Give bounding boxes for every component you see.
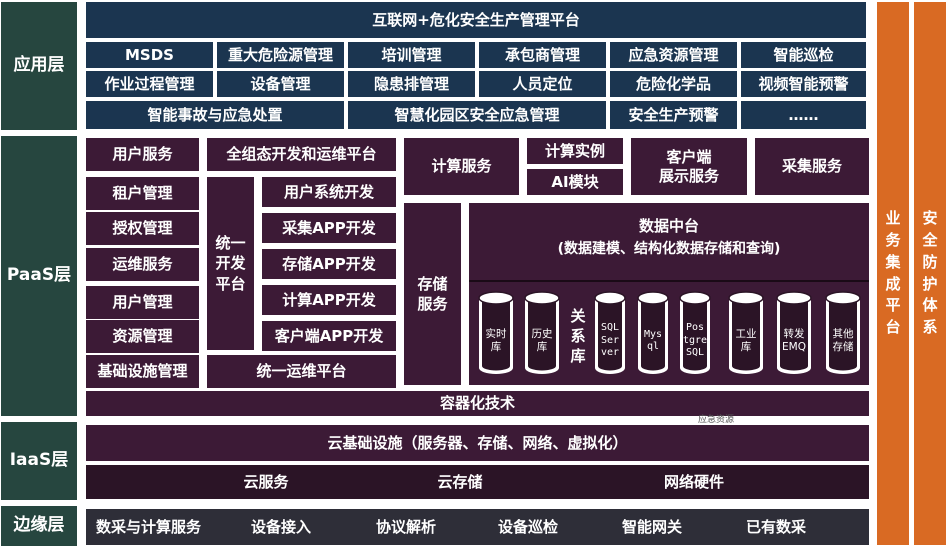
app-module: 重大危险源管理 [217, 42, 344, 68]
db-cylinder: 历史 库 [523, 290, 561, 376]
layer-label-iaas: IaaS层 [1, 422, 77, 500]
storage-service: 存储 服务 [404, 203, 461, 385]
app-module: 安全生产预警 [610, 101, 737, 129]
app-module: 人员定位 [479, 71, 606, 97]
app-module: 作业过程管理 [86, 71, 213, 97]
edge-item: 协议解析 [375, 517, 436, 536]
app-module: 应急资源管理 [610, 42, 737, 68]
dev-item: 计算APP开发 [262, 285, 396, 315]
iaas-item: 云存储 [437, 472, 483, 491]
db-cylinder: Pos tgre SQL [678, 290, 712, 376]
app-module: MSDS [86, 42, 213, 68]
unified-dev-platform: 统一 开发 平台 [207, 177, 254, 350]
edge-item: 已有数采 [745, 517, 806, 536]
unified-ops-platform: 统一运维平台 [207, 355, 396, 388]
dev-item: 采集APP开发 [262, 213, 396, 243]
db-cylinder: Mys ql [636, 290, 670, 376]
client-display-service: 客户端 展示服务 [631, 138, 747, 195]
paas-service: 授权管理 [86, 212, 199, 245]
app-module-ellipsis: …… [741, 101, 866, 129]
relational-db-label: 关 系 库 [570, 306, 586, 366]
collect-service: 采集服务 [755, 138, 869, 195]
db-cylinder: SQL Ser ver [593, 290, 627, 376]
app-module: 视频智能预警 [741, 71, 866, 97]
platform-title: 互联网+危化安全生产管理平台 [86, 2, 866, 38]
edge-item: 智能网关 [621, 517, 682, 536]
db-label: SQL Ser ver [600, 322, 620, 359]
compute-service: 计算服务 [404, 138, 519, 195]
layer-label-edge: 边缘层 [1, 506, 77, 546]
db-label: 转发 EMQ [782, 327, 806, 353]
db-cylinder: 工业 库 [727, 290, 765, 376]
paas-service: 用户管理 [86, 286, 199, 319]
container-tech: 容器化技术 [86, 391, 869, 416]
db-label: 其他 存储 [832, 327, 854, 353]
paas-service: 运维服务 [86, 248, 199, 281]
paas-service: 基础设施管理 [86, 355, 199, 388]
edge-items-bar: 数采与计算服务 设备接入 协议解析 设备巡检 智能网关 已有数采 [86, 509, 869, 545]
app-module: 设备管理 [217, 71, 344, 97]
edge-item: 设备巡检 [497, 517, 558, 536]
db-cylinder: 转发 EMQ [775, 290, 813, 376]
db-label: Pos tgre SQL [682, 322, 708, 359]
cloud-infrastructure: 云基础设施（服务器、存储、网络、虚拟化） [86, 425, 869, 461]
layer-label-paas: PaaS层 [1, 136, 77, 416]
layer-label-app: 应用层 [1, 2, 77, 130]
app-module: 承包商管理 [479, 42, 606, 68]
dev-item: 存储APP开发 [262, 249, 396, 279]
security-protection-system: 安 全 防 护 体 系 [914, 2, 946, 545]
db-label: 实时 库 [485, 327, 507, 353]
paas-service: 资源管理 [86, 320, 199, 353]
data-center-title: 数据中台 [638, 217, 699, 235]
db-label: 历史 库 [531, 327, 553, 353]
dev-ops-platform: 全组态开发和运维平台 [207, 138, 396, 171]
edge-item: 设备接入 [250, 517, 311, 536]
app-module: 隐患排管理 [348, 71, 475, 97]
data-center-divider [469, 280, 869, 282]
compute-instance: 计算实例 [527, 138, 623, 164]
ai-module: AI模块 [527, 169, 623, 195]
paas-service: 用户服务 [86, 138, 199, 171]
dev-item: 客户端APP开发 [262, 321, 396, 351]
iaas-item: 云服务 [243, 472, 289, 491]
data-center-subtitle: (数据建模、结构化数据存储和查询) [557, 241, 781, 257]
business-integration-platform: 业 务 集 成 平 台 [877, 2, 909, 545]
edge-item: 数采与计算服务 [95, 517, 201, 536]
db-cylinder: 实时 库 [477, 290, 515, 376]
iaas-items-bar: 云服务 云存储 网络硬件 [86, 465, 869, 499]
app-module: 智能巡检 [741, 42, 866, 68]
db-cylinder: 其他 存储 [824, 290, 862, 376]
floating-note: 应急资源 [698, 415, 735, 425]
app-module: 危险化学品 [610, 71, 737, 97]
dev-item: 用户系统开发 [262, 177, 396, 207]
db-label: 工业 库 [735, 327, 757, 353]
paas-service: 租户管理 [86, 177, 199, 210]
app-module: 智慧化园区安全应急管理 [348, 101, 606, 129]
iaas-item: 网络硬件 [663, 472, 724, 491]
app-module: 智能事故与应急处置 [86, 101, 344, 129]
db-label: Mys ql [643, 328, 663, 353]
app-module: 培训管理 [348, 42, 475, 68]
